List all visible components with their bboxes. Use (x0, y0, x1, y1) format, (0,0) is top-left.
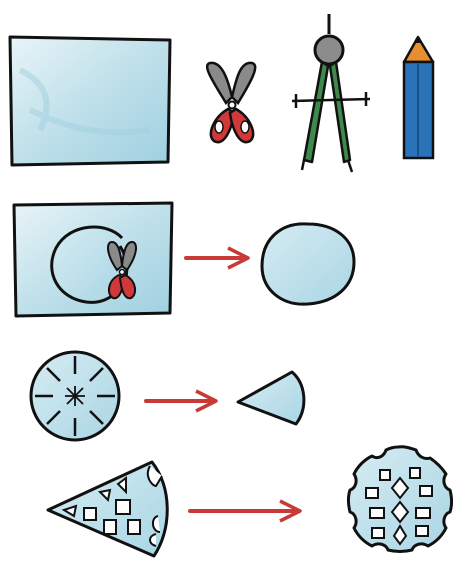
cut-circle-row (12, 201, 356, 318)
paper-circle (260, 222, 356, 306)
scissors-icon (205, 61, 257, 144)
scissors-icon (107, 240, 137, 300)
paper-sheet (8, 35, 172, 167)
arrow-icon (184, 246, 250, 270)
compass-icon (291, 14, 371, 173)
patterned-wedge (46, 460, 169, 558)
arrow-icon (144, 389, 218, 413)
pencil-icon (402, 35, 435, 160)
snowflake (347, 445, 453, 553)
fold-circle-row (29, 350, 306, 442)
folded-wedge (236, 370, 306, 426)
cut-pattern-row (46, 445, 453, 558)
folded-circle (29, 350, 121, 442)
paper-with-circle (12, 201, 174, 318)
materials-row (8, 14, 435, 173)
arrow-icon (188, 499, 302, 523)
